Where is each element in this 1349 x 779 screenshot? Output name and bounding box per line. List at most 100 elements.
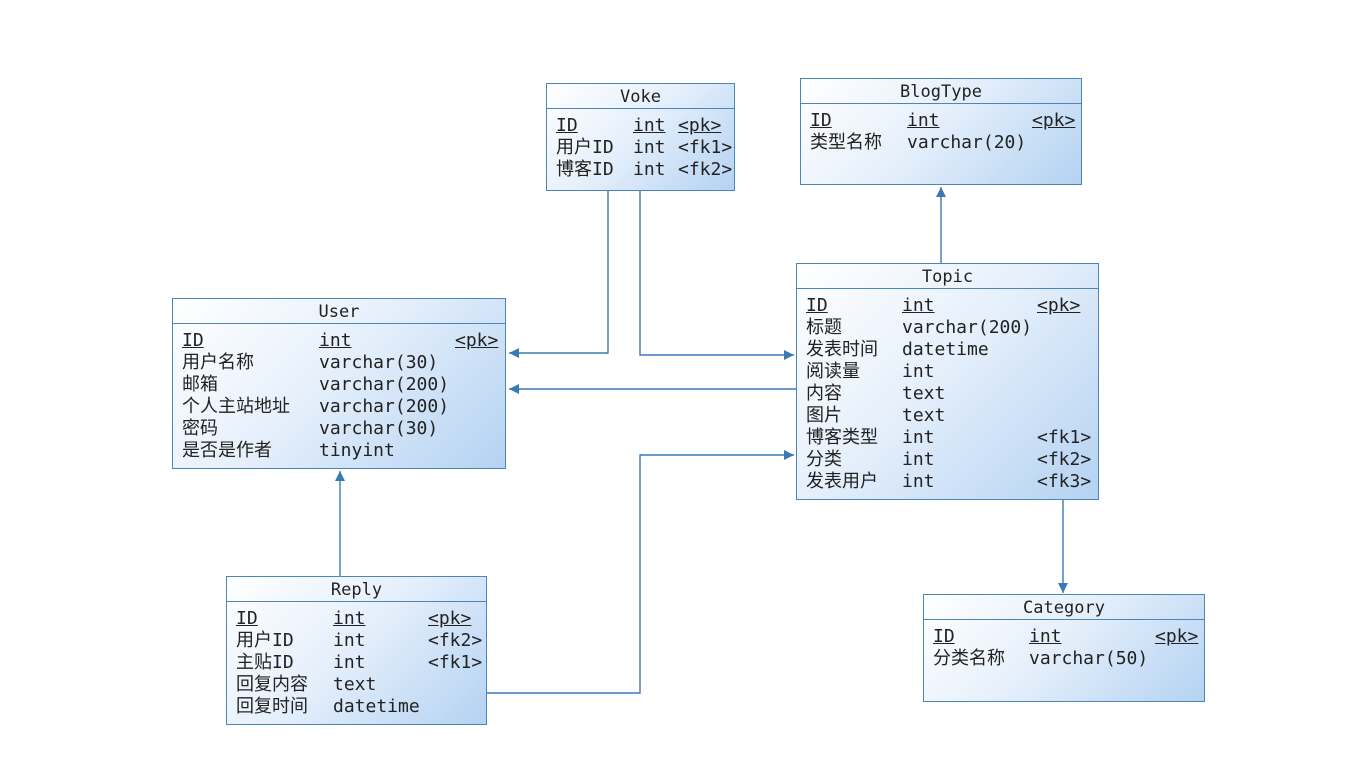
attribute-row: 博客类型 int <fk1> [797,427,1098,449]
attribute-row: 内容 text [797,383,1098,405]
attribute-type: datetime [902,339,989,360]
attribute-row: ID int <pk> [924,626,1204,648]
attribute-key: <fk2> [678,159,733,180]
attribute-key: <fk1> [428,652,483,673]
attribute-key: <fk3> [1037,471,1092,492]
attribute-type: datetime [333,696,420,717]
attribute-type: varchar(200) [902,317,1033,338]
attribute-name: 是否是作者 [182,440,272,461]
attribute-row: 标题 varchar(200) [797,317,1098,339]
entity-category[interactable]: Category ID int <pk> 分类名称 varchar(50) [923,594,1205,702]
edge-voke-topic [639,190,794,360]
attribute-name: 发表用户 [806,471,878,492]
attribute-name: ID [236,608,258,629]
attribute-row: 用户ID int <fk2> [227,630,486,652]
attribute-name: 用户ID [236,630,294,651]
attribute-type: varchar(200) [319,396,450,417]
attribute-type: int [902,295,935,316]
entity-blogtype[interactable]: BlogType ID int <pk> 类型名称 varchar(20) [800,78,1082,185]
attribute-name: 邮箱 [182,374,218,395]
attribute-type: int [319,330,352,351]
attribute-type: int [633,159,666,180]
attribute-name: 主贴ID [236,652,294,673]
attribute-name: 图片 [806,405,842,426]
attribute-row: 用户名称 varchar(30) [173,352,505,374]
attribute-type: int [333,630,366,651]
attribute-row: ID int <pk> [173,330,505,352]
entity-title: BlogType [801,79,1081,104]
entity-title: Voke [547,84,734,109]
attribute-name: 博客类型 [806,427,878,448]
attribute-row: 阅读量 int [797,361,1098,383]
entity-title: User [173,299,505,324]
attribute-type: int [907,110,940,131]
attribute-row: 分类名称 varchar(50) [924,648,1204,670]
attribute-key: <pk> [428,608,472,629]
attribute-row: 密码 varchar(30) [173,418,505,440]
attribute-key: <pk> [678,115,722,136]
attribute-type: int [902,471,935,492]
attribute-key: <fk1> [678,137,733,158]
attribute-row: 发表用户 int <fk3> [797,471,1098,493]
attribute-row: 主贴ID int <fk1> [227,652,486,674]
attribute-name: ID [182,330,204,351]
attribute-name: 用户名称 [182,352,254,373]
attribute-name: ID [933,626,955,647]
attribute-name: 分类 [806,449,842,470]
entity-title: Category [924,595,1204,620]
entity-title: Topic [797,264,1098,289]
attribute-type: int [633,137,666,158]
attribute-key: <fk1> [1037,427,1092,448]
attribute-type: int [902,361,935,382]
attribute-name: 阅读量 [806,361,860,382]
attribute-key: <pk> [1037,295,1081,316]
attribute-type: int [902,427,935,448]
attribute-type: varchar(50) [1029,648,1149,669]
attribute-name: 个人主站地址 [182,396,290,417]
attribute-row: ID int <pk> [797,295,1098,317]
attribute-name: 类型名称 [810,132,882,153]
attribute-row: 是否是作者 tinyint [173,440,505,462]
attribute-type: int [633,115,666,136]
attribute-name: 博客ID [556,159,614,180]
attribute-name: 回复内容 [236,674,308,695]
attribute-type: int [333,652,366,673]
attribute-name: ID [806,295,828,316]
attribute-name: 内容 [806,383,842,404]
attribute-type: tinyint [319,440,395,461]
attribute-type: varchar(30) [319,418,439,439]
attribute-row: 个人主站地址 varchar(200) [173,396,505,418]
attribute-type: varchar(30) [319,352,439,373]
edge-voke-user [509,190,609,358]
attribute-name: ID [810,110,832,131]
attribute-row: 类型名称 varchar(20) [801,132,1081,154]
attribute-name: 分类名称 [933,648,1005,669]
attribute-key: <pk> [1155,626,1199,647]
attribute-type: varchar(20) [907,132,1027,153]
attribute-key: <pk> [1032,110,1076,131]
entity-topic[interactable]: Topic ID int <pk> 标题 varchar(200) 发表时间 datetim… [796,263,1099,500]
attribute-type: text [902,383,946,404]
attribute-type: text [902,405,946,426]
attribute-type: int [1029,626,1062,647]
entity-title: Reply [227,577,486,602]
attribute-key: <fk2> [1037,449,1092,470]
attribute-key: <fk2> [428,630,483,651]
attribute-row: 发表时间 datetime [797,339,1098,361]
attribute-name: 发表时间 [806,339,878,360]
attribute-key: <pk> [455,330,499,351]
attribute-name: 密码 [182,418,218,439]
edge-reply-topic [487,450,794,694]
entity-user[interactable]: User ID int <pk> 用户名称 varchar(30) 邮箱 varchar(2… [172,298,506,469]
attribute-row: 博客ID int <fk2> [547,159,734,181]
attribute-name: 标题 [806,317,842,338]
